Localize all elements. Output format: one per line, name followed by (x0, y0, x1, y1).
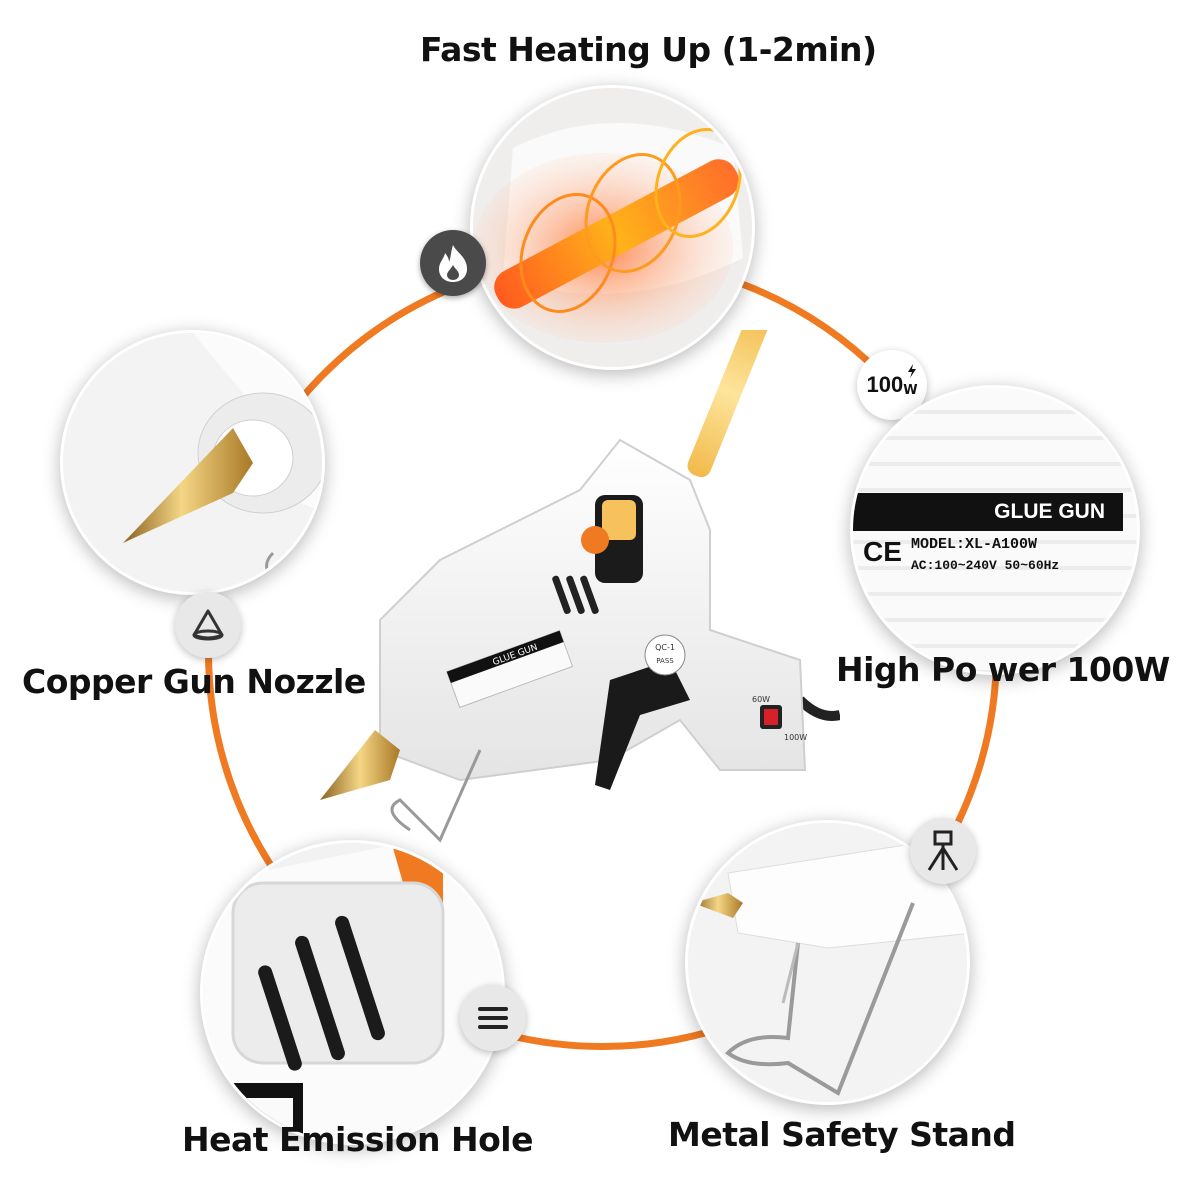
nozzle-bubble (60, 330, 325, 595)
spec-ac: AC:100~240V 50~60Hz (911, 558, 1060, 573)
vent-illustration: V (203, 843, 502, 1142)
fast-heating-label: Fast Heating Up (1-2min) (420, 30, 877, 69)
spec-model: MODEL:XL-A100W (911, 536, 1038, 553)
switch-60w: 60W (752, 695, 770, 704)
nozzle-illustration (63, 333, 322, 592)
lines-badge (460, 985, 526, 1051)
metal-stand-label: Metal Safety Stand (668, 1115, 1016, 1154)
cone-icon (192, 609, 224, 641)
pass-text: PASS (656, 657, 674, 665)
heating-bubble (470, 85, 755, 370)
ce-mark: CE (863, 536, 902, 567)
heat-emission-label: Heat Emission Hole (182, 1120, 534, 1159)
tripod-badge (910, 818, 976, 884)
vent-bubble: V (200, 840, 505, 1145)
qc-text: QC-1 (655, 643, 675, 652)
lines-icon (478, 1007, 508, 1029)
flame-badge (420, 230, 486, 296)
spec-bubble: GLUE GUN CE MODEL:XL-A100W AC:100~240V 5… (850, 385, 1140, 675)
spec-title-bar: GLUE GUN (853, 493, 1123, 531)
cone-badge (175, 592, 241, 658)
tripod-icon (927, 830, 959, 871)
glue-gun-illustration: GLUE GUN QC-1 PASS 60W 100W (320, 330, 840, 843)
high-power-label: High Po wer 100W (836, 650, 1170, 689)
switch-100w: 100W (784, 733, 807, 742)
stand-bubble (685, 820, 970, 1105)
flame-icon (439, 245, 467, 282)
copper-nozzle-label: Copper Gun Nozzle (22, 662, 366, 701)
heating-illustration (473, 88, 752, 367)
lightning-icon (908, 364, 916, 378)
